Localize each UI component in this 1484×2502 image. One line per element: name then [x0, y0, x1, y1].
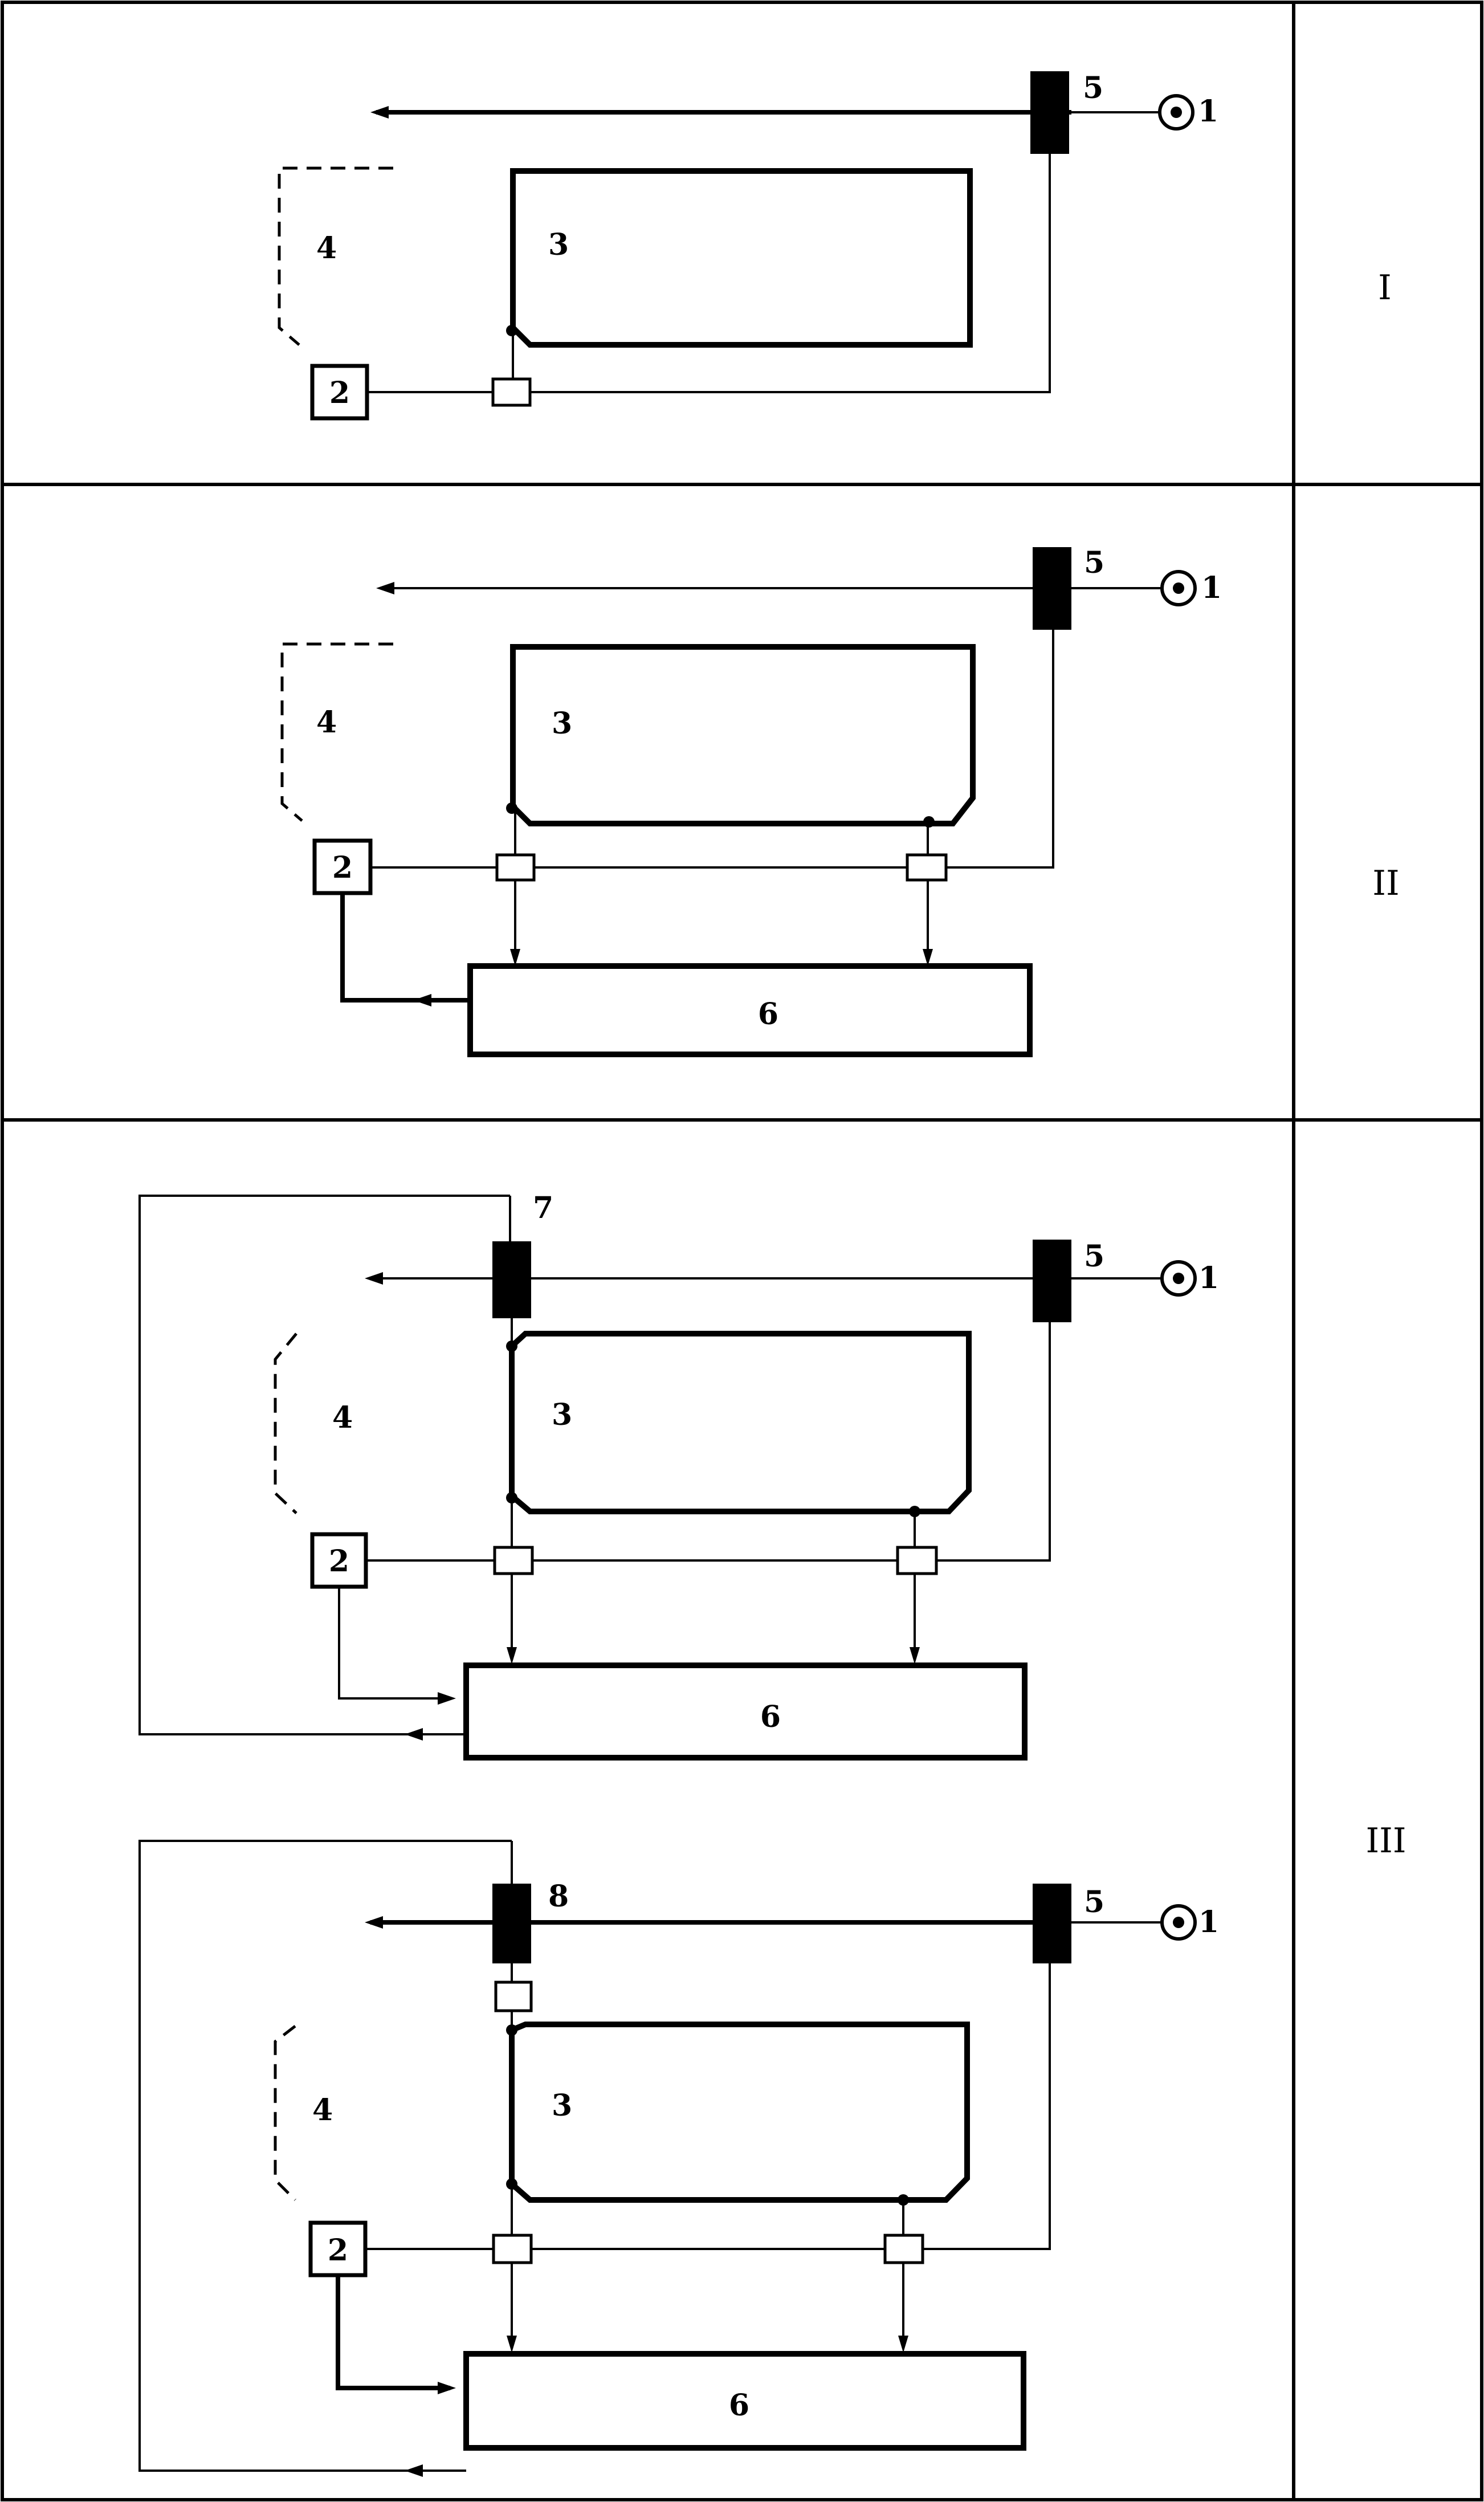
label-3: 3 — [548, 227, 569, 262]
label-4: 4 — [316, 231, 337, 266]
device-7 — [492, 1241, 531, 1318]
arrow-head — [510, 949, 520, 966]
return-line — [946, 630, 1054, 869]
label-2: 2 — [329, 1544, 349, 1579]
room-node — [506, 325, 517, 336]
junction-left — [492, 2234, 533, 2264]
feedback-line — [138, 1840, 512, 2472]
section-label-2: II — [1372, 863, 1399, 903]
label-2: 2 — [328, 2233, 348, 2268]
label-5: 5 — [1084, 1885, 1104, 1920]
label-1: 1 — [1198, 94, 1218, 129]
feedback-line — [138, 1195, 510, 1735]
label-4: 4 — [332, 1400, 353, 1435]
return-line — [936, 1322, 1051, 1562]
device-5 — [1033, 1240, 1071, 1322]
device-5 — [1033, 1884, 1071, 1963]
source-center — [1171, 107, 1182, 118]
label-1: 1 — [1198, 1905, 1219, 1939]
label-1: 1 — [1201, 571, 1222, 605]
device-5 — [1030, 71, 1069, 154]
room-3 — [509, 2022, 970, 2203]
arrow-head — [910, 1647, 920, 1664]
arrow-head — [370, 106, 389, 119]
label-3: 3 — [552, 1397, 572, 1432]
label-2: 2 — [332, 850, 353, 885]
label-5: 5 — [1084, 545, 1104, 580]
room-node-top — [506, 2024, 517, 2036]
junction-right — [896, 1546, 938, 1575]
arrow-head — [413, 994, 431, 1006]
box-6 — [463, 2351, 1026, 2451]
arrow-head — [507, 1647, 517, 1664]
return-line — [923, 1963, 1051, 2250]
room-3 — [509, 1331, 972, 1514]
arrow-head — [405, 2464, 423, 2477]
box-6 — [463, 1662, 1028, 1761]
junction-top — [494, 1981, 533, 2012]
arrow-head — [376, 582, 394, 594]
device-5 — [1033, 547, 1071, 630]
label-6: 6 — [760, 1700, 781, 1734]
arrow-head — [438, 2382, 456, 2394]
section-3-upper-diagram: 7 5 1 3 4 2 6 — [138, 1191, 1219, 1761]
label-6: 6 — [729, 2388, 749, 2423]
label-4: 4 — [312, 2093, 333, 2128]
label-3: 3 — [552, 706, 572, 741]
return-line — [530, 154, 1051, 393]
box2-to-box6 — [340, 893, 427, 1003]
junction-right — [883, 2234, 924, 2264]
section-1-diagram: 5 1 3 4 2 — [278, 71, 1218, 421]
arrow-head — [365, 1272, 383, 1285]
junction-left — [495, 853, 536, 882]
junction-right — [906, 853, 948, 882]
arrow-head — [898, 2336, 908, 2353]
label-7: 7 — [533, 1191, 553, 1225]
room-3 — [510, 168, 973, 348]
source-center — [1173, 582, 1184, 594]
source-center — [1173, 1917, 1184, 1928]
source-center — [1173, 1273, 1184, 1284]
label-8: 8 — [548, 1879, 569, 1914]
arrow-head — [365, 1916, 383, 1929]
arrow-head — [405, 1728, 423, 1741]
section-3-lower-diagram: 8 5 1 3 4 2 6 — [138, 1840, 1219, 2477]
label-4: 4 — [316, 705, 337, 740]
arrow-head — [507, 2336, 517, 2353]
arrow-head — [923, 949, 933, 966]
room-3 — [510, 644, 976, 826]
arrow-head — [438, 1692, 456, 1705]
box2-to-box6 — [336, 2275, 450, 2390]
area-4-outline — [274, 2025, 296, 2201]
junction-left — [493, 1546, 534, 1575]
section-label-3: III — [1365, 1821, 1406, 1861]
box-2 — [310, 364, 369, 421]
area-4-outline — [278, 166, 393, 346]
room-node-top — [506, 1340, 517, 1352]
label-5: 5 — [1084, 1239, 1104, 1274]
area-4-outline — [274, 1333, 297, 1514]
area-4-outline — [280, 642, 393, 822]
label-1: 1 — [1198, 1261, 1219, 1295]
label-6: 6 — [758, 997, 778, 1032]
box2-to-box6 — [338, 1587, 450, 1700]
section-label-1: I — [1378, 268, 1392, 308]
label-5: 5 — [1083, 71, 1103, 105]
label-3: 3 — [552, 2088, 572, 2123]
section-2-diagram: 5 1 3 4 2 6 — [280, 545, 1222, 1057]
junction-box — [491, 377, 532, 407]
box-6 — [467, 963, 1033, 1057]
label-2: 2 — [329, 376, 350, 410]
